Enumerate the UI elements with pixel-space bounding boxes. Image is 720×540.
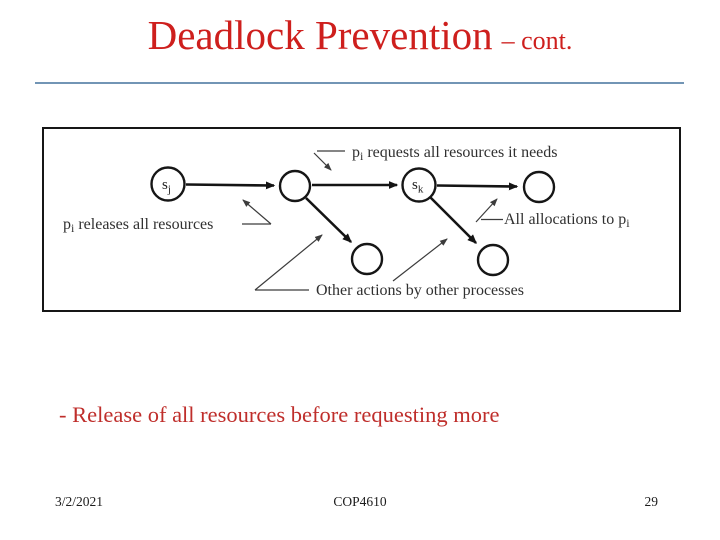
- label-requests: pi requests all resources it needs: [352, 144, 558, 163]
- title-suffix: – cont.: [501, 26, 573, 55]
- footer-date: 3/2/2021: [55, 494, 104, 509]
- leader-other-left-arrow: [254, 234, 323, 291]
- arrow-sk-to-c2: [436, 182, 519, 191]
- leader-allocations-arrow: [475, 198, 498, 223]
- callout-leaders: [242, 150, 503, 291]
- arrow-sj-to-c1: [185, 181, 276, 190]
- node-c1: [278, 169, 312, 203]
- transition-arrows: [185, 181, 519, 244]
- bullet-text: - Release of all resources before reques…: [59, 402, 500, 427]
- state-nodes: [150, 166, 556, 277]
- label-other-actions: Other actions by other processes: [316, 282, 524, 299]
- leader-other-right-arrow: [392, 238, 448, 282]
- node-sk: [401, 167, 437, 203]
- page-title: Deadlock Prevention – cont.: [0, 12, 720, 59]
- node-label-sk: sk: [412, 177, 424, 196]
- title-underline: [35, 82, 684, 84]
- node-c2: [522, 170, 556, 204]
- node-c4: [476, 243, 510, 277]
- label-releases: pi releases all resources: [63, 216, 213, 235]
- node-label-sj: sj: [162, 177, 171, 196]
- footer-page-number: 29: [644, 494, 659, 509]
- leader-releases-arrow: [242, 199, 272, 225]
- footer-course: COP4610: [333, 494, 387, 509]
- arrow-sk-to-c4: [429, 196, 477, 244]
- state-diagram: sj sk pi requests all resources it needs…: [63, 144, 630, 299]
- node-sj: [150, 166, 186, 202]
- title-main: Deadlock Prevention: [147, 12, 493, 58]
- node-c3: [350, 242, 384, 276]
- arrow-c1-to-c3: [305, 197, 352, 243]
- leader-requests-arrow: [313, 152, 332, 171]
- figure-box: sj sk pi requests all resources it needs…: [42, 127, 681, 312]
- label-allocations: All allocations to pi: [504, 211, 630, 230]
